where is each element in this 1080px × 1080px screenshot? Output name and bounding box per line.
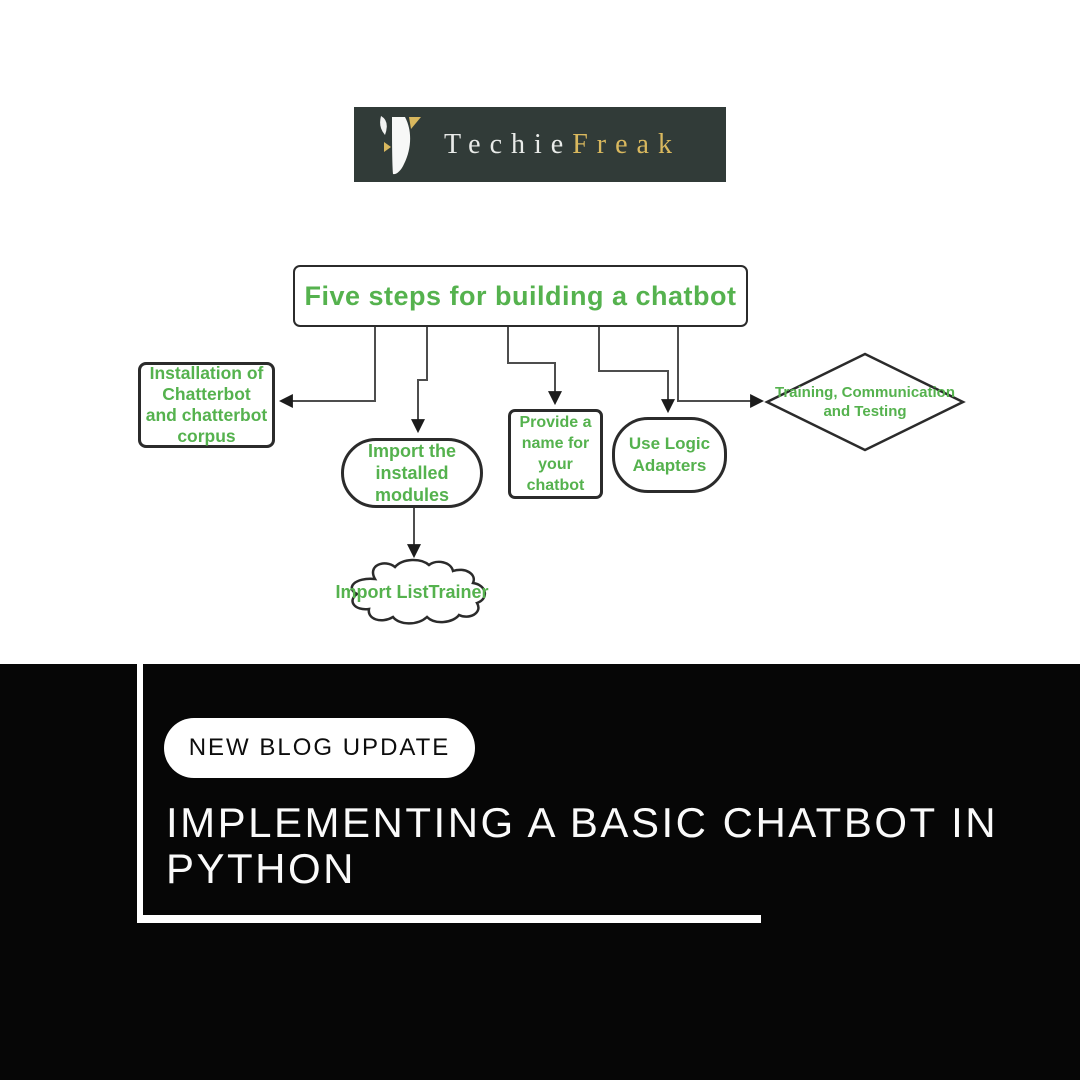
node-import-modules: Import the installed modules xyxy=(341,438,483,508)
node-listtrainer-label: Import ListTrainer xyxy=(335,581,489,602)
banner-left-accent-line xyxy=(137,664,143,923)
flowchart-title-box: Five steps for building a chatbot xyxy=(293,265,748,327)
new-blog-badge-label: NEW BLOG UPDATE xyxy=(188,734,451,761)
node-training-diamond: Training, Communication and Testing xyxy=(764,352,966,452)
node-installation-label: Installation of Chatterbot and chatterbo… xyxy=(145,363,268,446)
bottom-banner: NEW BLOG UPDATE IMPLEMENTING A BASIC CHA… xyxy=(0,664,1080,1080)
diamond-shape-icon xyxy=(764,352,966,452)
node-provide-name-label: Provide a name for your chatbot xyxy=(519,414,592,494)
node-logic-adapters: Use Logic Adapters xyxy=(612,417,727,493)
brand-logo: TechieFreak xyxy=(354,107,726,182)
cloud-shape-icon xyxy=(350,558,486,625)
node-listtrainer-cloud: Import ListTrainer xyxy=(333,554,491,628)
node-provide-name: Provide a name for your chatbot xyxy=(508,409,603,499)
node-training-label: Training, Communication and Testing xyxy=(774,384,955,420)
node-import-modules-label: Import the installed modules xyxy=(368,441,456,505)
techiefreak-monogram-icon xyxy=(380,115,421,174)
new-blog-badge: NEW BLOG UPDATE xyxy=(164,718,475,778)
blog-title-line1: IMPLEMENTING A BASIC CHATBOT IN xyxy=(166,799,999,846)
node-installation: Installation of Chatterbot and chatterbo… xyxy=(138,362,275,448)
node-logic-adapters-label: Use Logic Adapters xyxy=(628,434,711,475)
blog-title-line2: PYTHON xyxy=(166,845,357,892)
blog-title: IMPLEMENTING A BASIC CHATBOT IN PYTHON xyxy=(166,800,1066,892)
brand-name-first: Techie xyxy=(444,128,573,160)
flowchart-title: Five steps for building a chatbot xyxy=(304,280,737,311)
banner-bottom-accent-line xyxy=(137,915,761,923)
brand-name: TechieFreak xyxy=(444,129,681,161)
brand-name-second: Freak xyxy=(572,128,681,160)
